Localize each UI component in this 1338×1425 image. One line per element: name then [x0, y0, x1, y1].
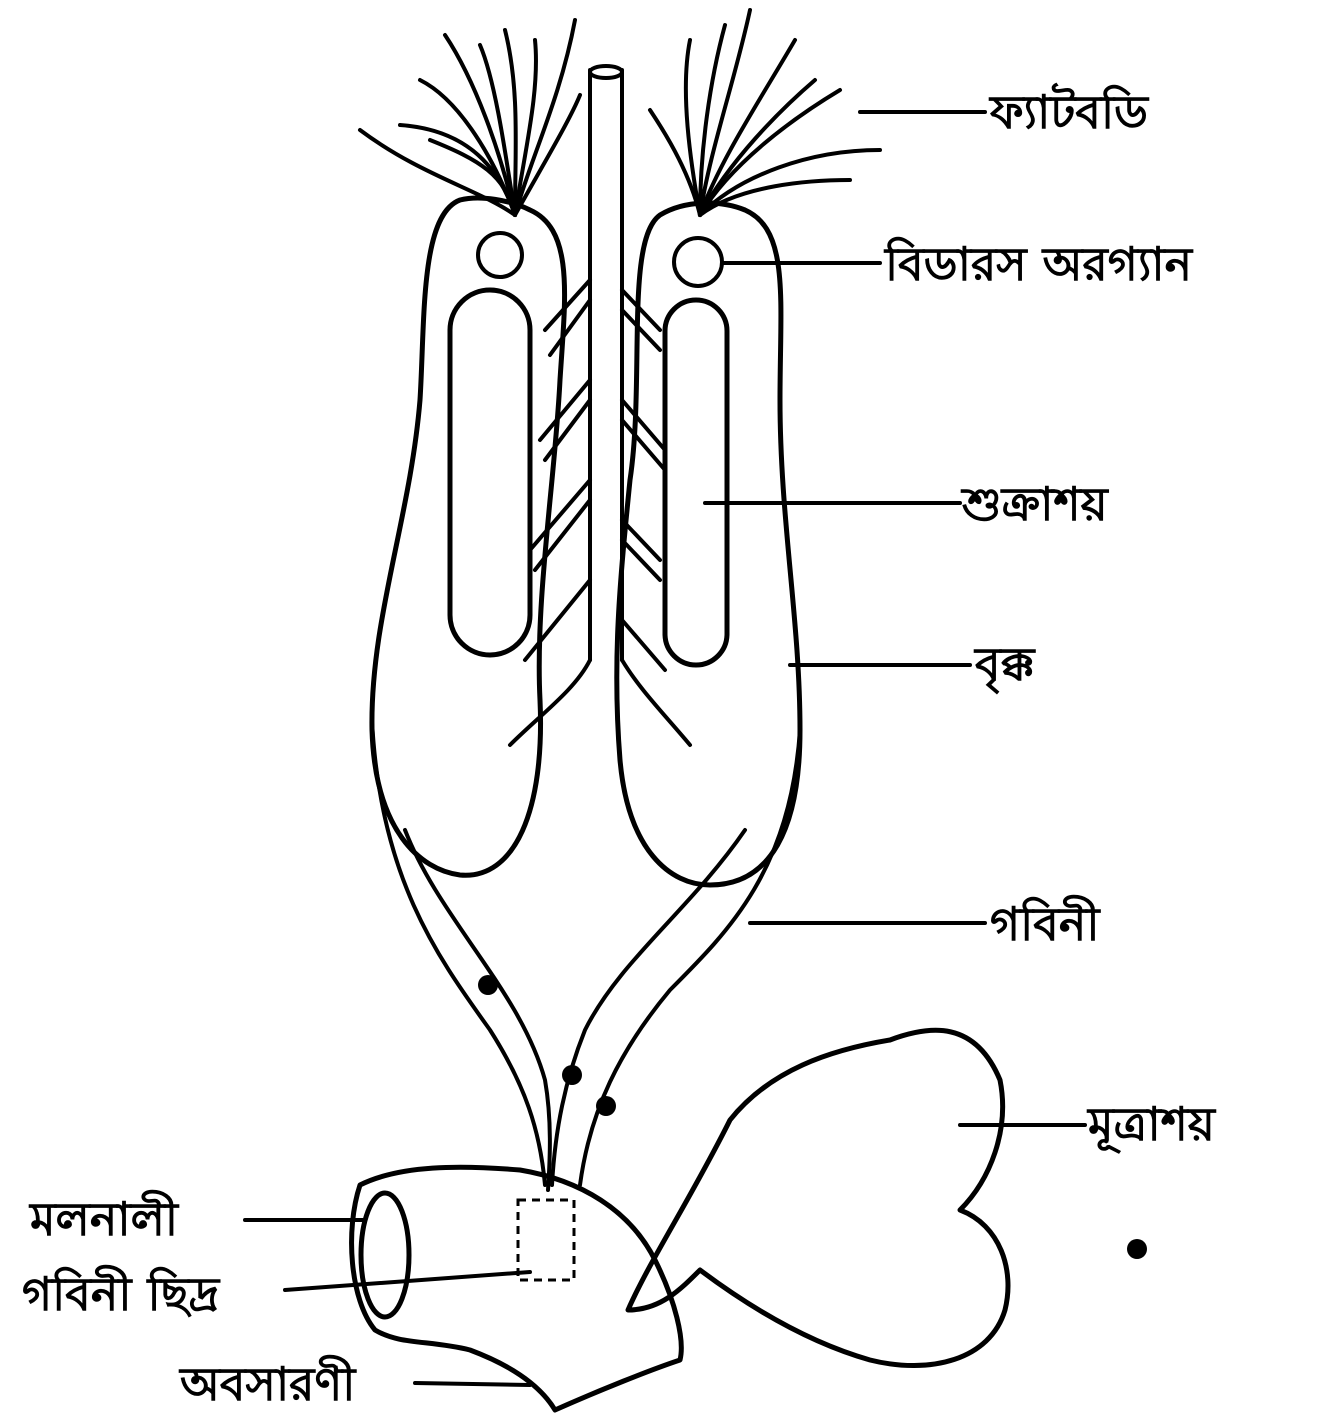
label-cloaca: অবসারণী [178, 1354, 357, 1411]
left-fat-body [360, 20, 580, 215]
label-ureter: গবিনী [990, 894, 1101, 951]
right-fat-body [650, 10, 880, 215]
left-kidney [372, 198, 565, 875]
ureters [372, 720, 800, 1190]
right-testis [665, 300, 727, 665]
right-bidder-organ [674, 238, 722, 286]
urinary-bladder [628, 1030, 1008, 1365]
label-urinary-bladder: মূত্রাশয় [1086, 1097, 1217, 1154]
label-rectum: মলনালী [28, 1189, 180, 1246]
dots [478, 975, 1147, 1259]
left-testis [450, 290, 530, 655]
rectum-opening [361, 1193, 409, 1317]
label-kidney: বৃক্ক [973, 637, 1037, 696]
label-bidder-organ: বিডারস অরগ্যান [883, 236, 1194, 291]
label-fat-body: ফ্যাটবডি [988, 82, 1150, 139]
left-bidder-organ [478, 233, 522, 277]
label-ureter-opening: গবিনী ছিদ্র [22, 1264, 221, 1321]
label-seminal-vesicle: শুক্রাশয় [960, 477, 1110, 531]
ureter-openings [518, 1200, 574, 1280]
